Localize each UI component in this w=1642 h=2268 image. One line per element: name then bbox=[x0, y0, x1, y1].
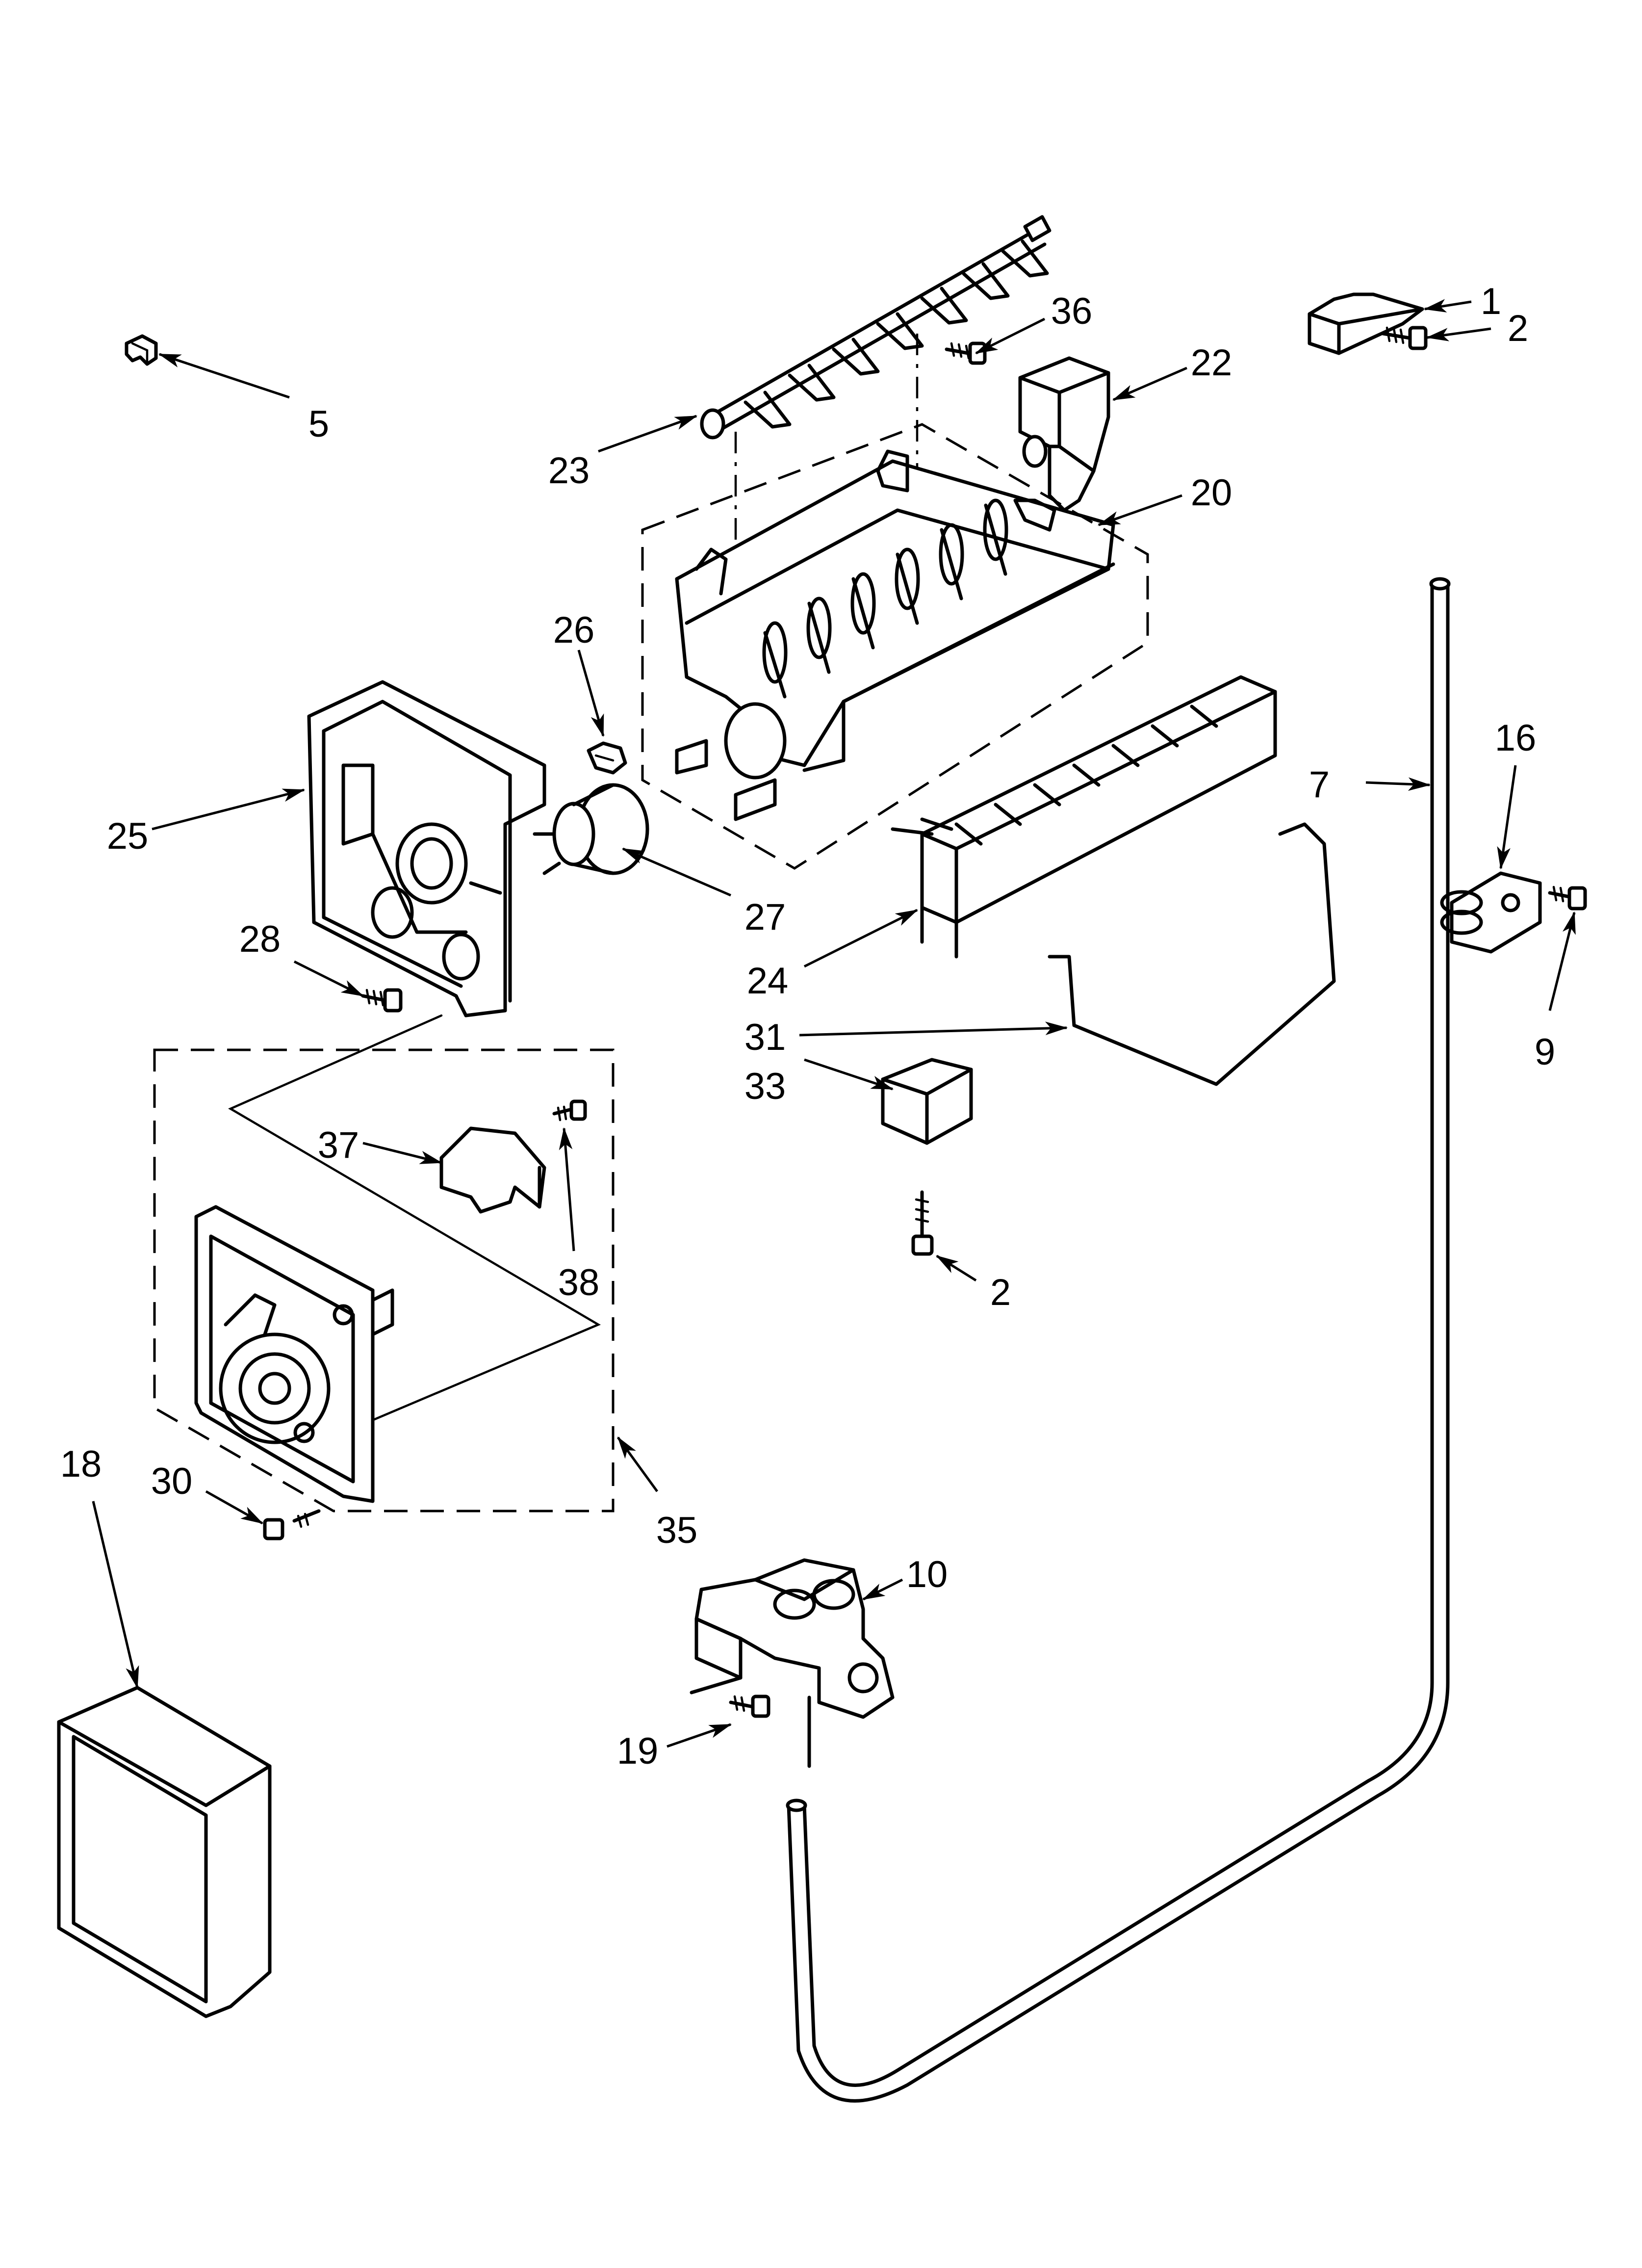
leader-16 bbox=[1497, 765, 1517, 870]
callout-9: 9 bbox=[1535, 1031, 1555, 1073]
callout-22: 22 bbox=[1191, 342, 1232, 384]
callout-28: 28 bbox=[239, 918, 281, 960]
callout-5: 5 bbox=[308, 403, 329, 445]
leader-9 bbox=[1548, 911, 1576, 1011]
leader-31 bbox=[799, 1021, 1068, 1037]
ejector-shaft-part-23 bbox=[700, 215, 1052, 440]
screw-part-28 bbox=[361, 988, 403, 1013]
leader-18 bbox=[92, 1501, 139, 1689]
screw-part-38 bbox=[552, 1099, 587, 1121]
callout-31: 31 bbox=[744, 1017, 786, 1058]
callout-30: 30 bbox=[151, 1460, 193, 1502]
screw-part-36 bbox=[945, 341, 987, 365]
callout-20: 20 bbox=[1191, 472, 1232, 514]
callout-2: 2 bbox=[1508, 308, 1528, 349]
callout-2: 2 bbox=[990, 1272, 1011, 1313]
leader-2a bbox=[1426, 327, 1491, 341]
leader-5 bbox=[158, 353, 290, 399]
screw-part-30 bbox=[263, 1509, 321, 1540]
callout-labels: 1 2 2 5 7 9 10 16 18 19 20 22 23 24 25 2… bbox=[60, 281, 1555, 1772]
screw-part-2-upper bbox=[1381, 326, 1428, 350]
callout-33: 33 bbox=[744, 1066, 786, 1107]
leader-1 bbox=[1423, 299, 1472, 313]
leader-10 bbox=[862, 1578, 903, 1601]
thermostat-part-27 bbox=[533, 783, 649, 875]
clip-part-5 bbox=[125, 334, 158, 366]
leader-20 bbox=[1097, 494, 1182, 526]
motor-part-37 bbox=[439, 1126, 546, 1214]
leader-30 bbox=[205, 1490, 264, 1525]
clip-part-26 bbox=[587, 741, 627, 775]
leader-35 bbox=[616, 1436, 659, 1492]
shut-off-arm-part-31 bbox=[1048, 822, 1336, 1086]
leader-38 bbox=[559, 1127, 575, 1251]
leader-19 bbox=[667, 1723, 732, 1748]
cover-panel-part-18 bbox=[57, 1686, 272, 2018]
water-valve-part-10 bbox=[690, 1558, 895, 1768]
assembly-outline-35 bbox=[153, 1048, 615, 1512]
callout-23: 23 bbox=[548, 450, 590, 492]
screw-part-9 bbox=[1548, 886, 1587, 911]
callout-37: 37 bbox=[318, 1124, 359, 1166]
leader-37 bbox=[362, 1142, 443, 1164]
ice-mold-part-20 bbox=[675, 449, 1115, 821]
leader-7 bbox=[1365, 777, 1431, 791]
callout-25: 25 bbox=[107, 815, 149, 857]
leader-28 bbox=[293, 960, 364, 997]
leader-23 bbox=[598, 415, 698, 453]
leader-36 bbox=[975, 317, 1046, 355]
callout-35: 35 bbox=[656, 1510, 698, 1551]
assembly-outline-20 bbox=[641, 423, 1149, 870]
callout-18: 18 bbox=[60, 1443, 102, 1485]
assembly-guide-line bbox=[228, 1014, 601, 1434]
callout-24: 24 bbox=[747, 960, 789, 1002]
leader-33 bbox=[804, 1058, 894, 1091]
leader-24 bbox=[803, 909, 919, 968]
screw-part-2-lower bbox=[911, 1190, 934, 1256]
leader-22 bbox=[1112, 366, 1187, 401]
ice-stripper-part-24 bbox=[891, 675, 1277, 959]
module-plate-part-35 bbox=[194, 1205, 394, 1503]
callout-1: 1 bbox=[1481, 281, 1501, 322]
water-tube-part-7 bbox=[786, 577, 1451, 2103]
callout-10: 10 bbox=[906, 1554, 948, 1595]
leader-27 bbox=[621, 847, 731, 897]
callout-26: 26 bbox=[553, 609, 595, 651]
leader-26 bbox=[577, 650, 605, 737]
callout-27: 27 bbox=[744, 896, 786, 938]
fill-cup-part-22 bbox=[1018, 356, 1110, 512]
leader-25 bbox=[152, 788, 306, 831]
module-housing-part-25 bbox=[307, 680, 546, 1017]
leader-lines bbox=[92, 299, 1576, 1748]
bracket-part-1 bbox=[1308, 292, 1424, 355]
screw-part-19 bbox=[729, 1694, 770, 1718]
cover-part-33 bbox=[881, 1058, 973, 1145]
callout-38: 38 bbox=[558, 1262, 600, 1303]
callout-16: 16 bbox=[1495, 717, 1537, 759]
callout-19: 19 bbox=[617, 1730, 659, 1772]
clamp-part-16 bbox=[1440, 871, 1542, 954]
callout-36: 36 bbox=[1051, 290, 1093, 332]
callout-7: 7 bbox=[1309, 764, 1330, 806]
leader-2b bbox=[936, 1254, 977, 1282]
